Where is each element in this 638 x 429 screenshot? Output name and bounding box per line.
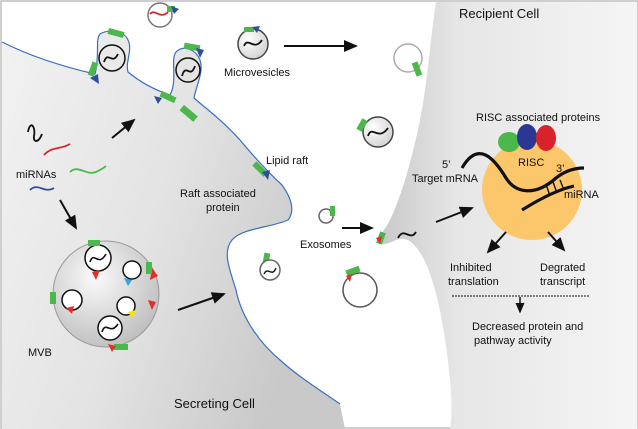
arrow-to-risc <box>435 206 474 223</box>
exosomes-label: Exosomes <box>300 239 352 251</box>
target-mrna-label: Target mRNA <box>412 173 479 185</box>
base-pair <box>552 181 558 194</box>
internalized-microvesicle <box>362 116 394 148</box>
mirna-label: miRNA <box>564 189 599 201</box>
risc-protein-green <box>498 132 520 152</box>
mirnas-label: miRNAs <box>16 169 57 181</box>
lipid-raft <box>146 262 152 274</box>
three-prime-label: 3’ <box>556 163 565 175</box>
raft-associated-label-line2: protein <box>206 202 240 214</box>
base-pair <box>545 183 551 197</box>
mirna-strand-red <box>43 143 71 156</box>
target-mrna-strand <box>460 152 585 193</box>
exosome-large <box>342 272 378 308</box>
decreased-label-line1: Decreased protein and <box>472 321 583 333</box>
budding-vesicle-1 <box>98 44 126 72</box>
budding-vesicle-1-mirna <box>103 53 119 63</box>
arrow-mvb-fusion <box>177 292 226 311</box>
mvb-vesicle <box>116 296 136 316</box>
lipid-raft <box>330 206 335 216</box>
secreting-cell-title: Secreting Cell <box>174 396 255 411</box>
arrow-to-budding <box>111 118 136 139</box>
risc-label: RISC <box>518 157 544 169</box>
lipid-raft <box>244 27 254 32</box>
lipid-raft <box>50 292 56 304</box>
mirna-strand-black <box>27 124 43 142</box>
risc-associated-label: RISC associated proteins <box>476 112 601 124</box>
lipid-raft <box>114 344 128 350</box>
lipid-raft <box>411 61 423 77</box>
raft-protein <box>90 74 99 84</box>
lipid-raft <box>159 90 177 104</box>
arrow-inhibited <box>486 231 507 254</box>
mvb-vesicle-mirna <box>101 323 119 333</box>
lipid-raft <box>88 240 100 246</box>
mvb-protein-cyan <box>124 278 132 286</box>
raft-protein <box>196 48 204 58</box>
inhibited-label-line2: translation <box>448 276 499 288</box>
mvb-protein-yellow <box>128 310 136 318</box>
mirna-bound-strand <box>521 184 575 212</box>
mvb-vesicle-mirna <box>89 253 107 263</box>
released-microvesicle-mirna <box>149 11 169 16</box>
exosome-protein <box>346 274 352 282</box>
mvb-vesicle <box>84 244 112 272</box>
raft-protein <box>262 170 270 180</box>
lipid-raft <box>167 6 175 12</box>
inhibited-label-line1: Inhibited <box>450 262 492 274</box>
arrow-to-mvb <box>59 199 77 230</box>
lipid-raft <box>87 61 99 77</box>
risc-protein-red <box>536 125 556 151</box>
raft-protein <box>252 26 260 33</box>
budding-vesicle-2 <box>175 57 201 83</box>
risc-protein-navy <box>517 124 537 150</box>
degrated-label-line1: Degrated <box>540 262 585 274</box>
five-prime-label: 5’ <box>442 159 451 171</box>
mvb-protein-red <box>92 270 100 280</box>
lipid-raft <box>345 265 361 277</box>
mvb-protein-red <box>66 306 74 314</box>
degrated-label-line2: transcript <box>540 276 585 288</box>
mirna-strand-green <box>69 165 107 174</box>
internalized-microvesicle-mirna <box>367 127 389 137</box>
lipid-raft <box>179 104 198 122</box>
mvb-label: MVB <box>28 347 52 359</box>
arrow-degraded <box>547 231 566 252</box>
decreased-label-line2: pathway activity <box>474 335 552 347</box>
raft-protein <box>154 96 162 104</box>
recipient-cell-title: Recipient Cell <box>459 6 539 21</box>
mvb-surface-protein <box>148 300 156 310</box>
delivered-mirna <box>397 231 417 239</box>
mirna-strand-blue <box>29 186 55 191</box>
mvb-vesicle <box>122 260 142 280</box>
lipid-raft <box>356 118 368 132</box>
lipid-raft <box>107 28 125 38</box>
raft-protein <box>376 236 382 244</box>
budding-vesicle-2-mirna <box>181 65 196 77</box>
microvesicle-mirna <box>243 39 263 47</box>
exosome <box>259 259 281 281</box>
raft-protein <box>171 6 179 14</box>
microvesicles-label: Microvesicles <box>224 67 291 79</box>
raft-associated-label-line1: Raft associated <box>180 188 256 200</box>
base-pair <box>559 179 565 191</box>
mvb-surface-protein <box>108 344 116 352</box>
lipid-raft <box>183 42 201 52</box>
exosome-mirna <box>263 267 277 275</box>
lipid-raft-label: Lipid raft <box>266 155 308 167</box>
